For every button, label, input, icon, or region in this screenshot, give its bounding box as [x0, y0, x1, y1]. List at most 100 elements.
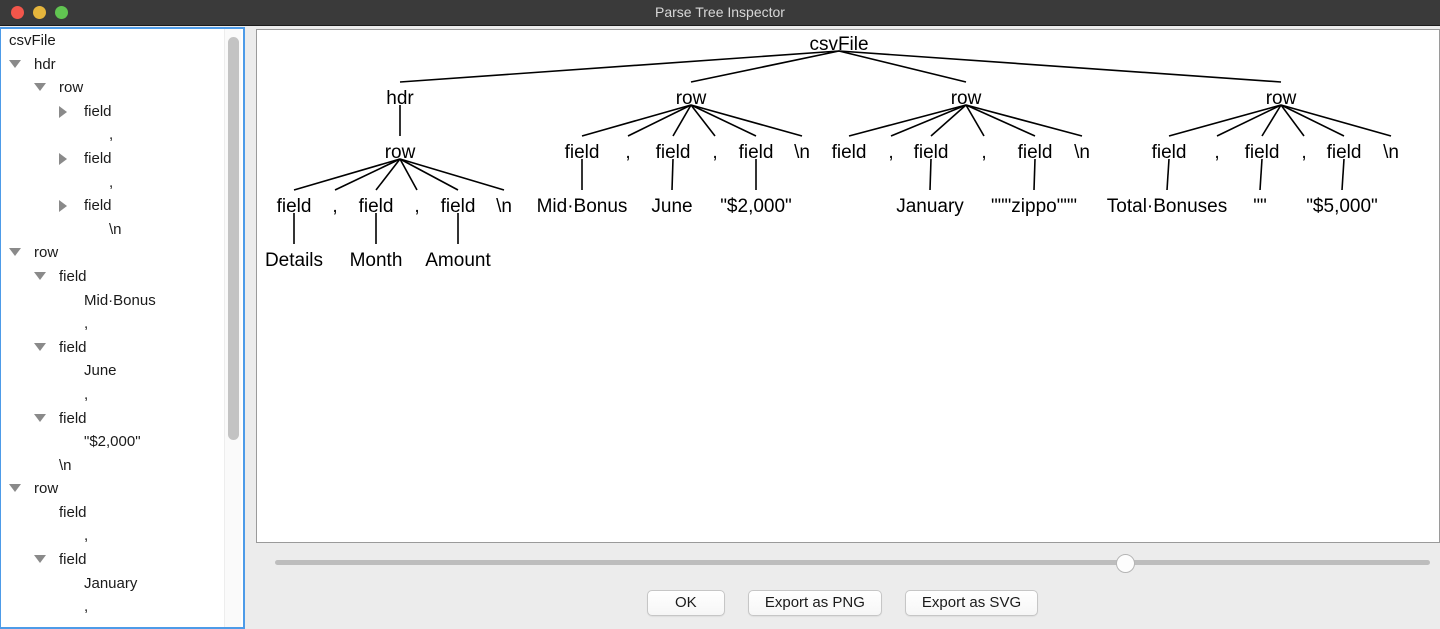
tree-node-h_f3[interactable]: field [441, 196, 476, 217]
outline-row[interactable]: row [1, 76, 225, 100]
tree-node-r1_c2[interactable]: , [712, 142, 717, 163]
tree-node-h_row[interactable]: row [385, 142, 416, 163]
outline-row[interactable]: field [1, 407, 225, 431]
outline-scrollbar-thumb[interactable] [228, 37, 239, 440]
tree-edge [929, 158, 932, 191]
chevron-right-icon[interactable] [59, 152, 67, 165]
tree-node-r3_c1[interactable]: , [1214, 142, 1219, 163]
tree-node-r2_c2[interactable]: , [981, 142, 986, 163]
outline-row[interactable]: field [1, 501, 225, 525]
tree-node-h_t2[interactable]: Month [350, 250, 403, 271]
tree-node-r2_c1[interactable]: , [888, 142, 893, 163]
tree-node-h_c1[interactable]: , [332, 196, 337, 217]
tree-edge [838, 50, 1282, 83]
close-window-button[interactable] [11, 6, 24, 19]
tree-node-r3_t3[interactable]: "$5,000" [1306, 196, 1378, 217]
chevron-right-icon[interactable] [59, 200, 67, 213]
outline-row-label: field [59, 338, 87, 356]
chevron-down-icon[interactable] [34, 555, 46, 564]
outline-row[interactable]: row [1, 477, 225, 501]
outline-row[interactable]: field [1, 265, 225, 289]
zoom-slider-thumb[interactable] [1115, 554, 1135, 573]
outline-row[interactable]: Mid·Bonus [1, 289, 225, 313]
tree-node-r1_f3[interactable]: field [739, 142, 774, 163]
tree-node-hdr[interactable]: hdr [386, 88, 414, 109]
outline-row[interactable]: June [1, 359, 225, 383]
outline-row-label: , [84, 385, 89, 403]
chevron-down-icon[interactable] [34, 83, 46, 92]
tree-node-r1_t3[interactable]: "$2,000" [720, 196, 792, 217]
tree-node-r2_f2[interactable]: field [914, 142, 949, 163]
tree-node-r1_c1[interactable]: , [625, 142, 630, 163]
tree-node-r3_f1[interactable]: field [1152, 142, 1187, 163]
chevron-down-icon[interactable] [34, 413, 46, 422]
outline-row-label: csvFile [9, 32, 56, 49]
outline-row[interactable]: field [1, 100, 225, 124]
outline-row[interactable]: field [1, 147, 225, 171]
outline-row[interactable]: csvFile [1, 29, 225, 53]
tree-node-r3_f2[interactable]: field [1245, 142, 1280, 163]
outline-row[interactable]: hdr [1, 53, 225, 77]
tree-node-h_t1[interactable]: Details [265, 250, 323, 271]
tree-node-root[interactable]: csvFile [809, 34, 868, 55]
tree-node-r1_f2[interactable]: field [656, 142, 691, 163]
outline-row[interactable]: \n [1, 454, 225, 478]
tree-node-r2[interactable]: row [951, 88, 982, 109]
outline-row[interactable]: , [1, 171, 225, 195]
outline-row[interactable]: , [1, 595, 225, 619]
tree-node-h_nl[interactable]: \n [496, 196, 512, 217]
chevron-right-icon[interactable] [59, 105, 67, 118]
tree-node-h_t3[interactable]: Amount [425, 250, 491, 271]
minimize-window-button[interactable] [33, 6, 46, 19]
chevron-down-icon[interactable] [9, 248, 21, 257]
tree-edge [965, 104, 985, 137]
tree-node-h_c2[interactable]: , [414, 196, 419, 217]
tree-node-r1_f1[interactable]: field [565, 142, 600, 163]
chevron-down-icon[interactable] [9, 59, 21, 68]
outline-row[interactable]: , [1, 312, 225, 336]
tree-node-r3[interactable]: row [1266, 88, 1297, 109]
outline-row[interactable]: \n [1, 218, 225, 242]
outline-row[interactable]: , [1, 123, 225, 147]
outline-row[interactable]: , [1, 383, 225, 407]
tree-node-r2_f1[interactable]: field [832, 142, 867, 163]
tree-edge [930, 104, 967, 137]
ok-button[interactable]: OK [646, 590, 725, 616]
chevron-down-icon[interactable] [34, 271, 46, 280]
tree-node-r3_c2[interactable]: , [1301, 142, 1306, 163]
outline-row[interactable]: , [1, 524, 225, 548]
outline-row[interactable]: field [1, 336, 225, 360]
tree-node-h_f1[interactable]: field [277, 196, 312, 217]
zoom-slider[interactable] [275, 552, 1430, 576]
tree-node-r1[interactable]: row [676, 88, 707, 109]
tree-node-r2_nl[interactable]: \n [1074, 142, 1090, 163]
outline-row[interactable]: field [1, 548, 225, 572]
export-as-png-button[interactable]: Export as PNG [747, 590, 882, 616]
tree-node-r1_nl[interactable]: \n [794, 142, 810, 163]
export-as-svg-button[interactable]: Export as SVG [904, 590, 1039, 616]
tree-node-r1_t2[interactable]: June [651, 196, 692, 217]
chevron-down-icon[interactable] [34, 342, 46, 351]
tree-node-r3_t2[interactable]: "" [1253, 196, 1267, 217]
zoom-slider-track[interactable] [275, 560, 1430, 565]
outline-row[interactable]: field [1, 194, 225, 218]
outline-row[interactable]: row [1, 241, 225, 265]
tree-node-r2_t3[interactable]: """zippo""" [991, 196, 1077, 217]
tree-node-r3_f3[interactable]: field [1327, 142, 1362, 163]
tree-node-r2_t2[interactable]: January [896, 196, 964, 217]
tree-node-r2_f3[interactable]: field [1018, 142, 1053, 163]
maximize-window-button[interactable] [55, 6, 68, 19]
tree-node-r3_nl[interactable]: \n [1383, 142, 1399, 163]
outline-row-label: field [59, 409, 87, 427]
tree-node-r1_t1[interactable]: Mid·Bonus [537, 196, 628, 217]
tree-node-h_f2[interactable]: field [359, 196, 394, 217]
chevron-down-icon[interactable] [9, 484, 21, 493]
outline-row[interactable]: "$2,000" [1, 430, 225, 454]
outline-row[interactable]: January [1, 572, 225, 596]
tree-node-r3_t1[interactable]: Total·Bonuses [1107, 196, 1227, 217]
outline-scrollbar-track[interactable] [224, 29, 241, 627]
